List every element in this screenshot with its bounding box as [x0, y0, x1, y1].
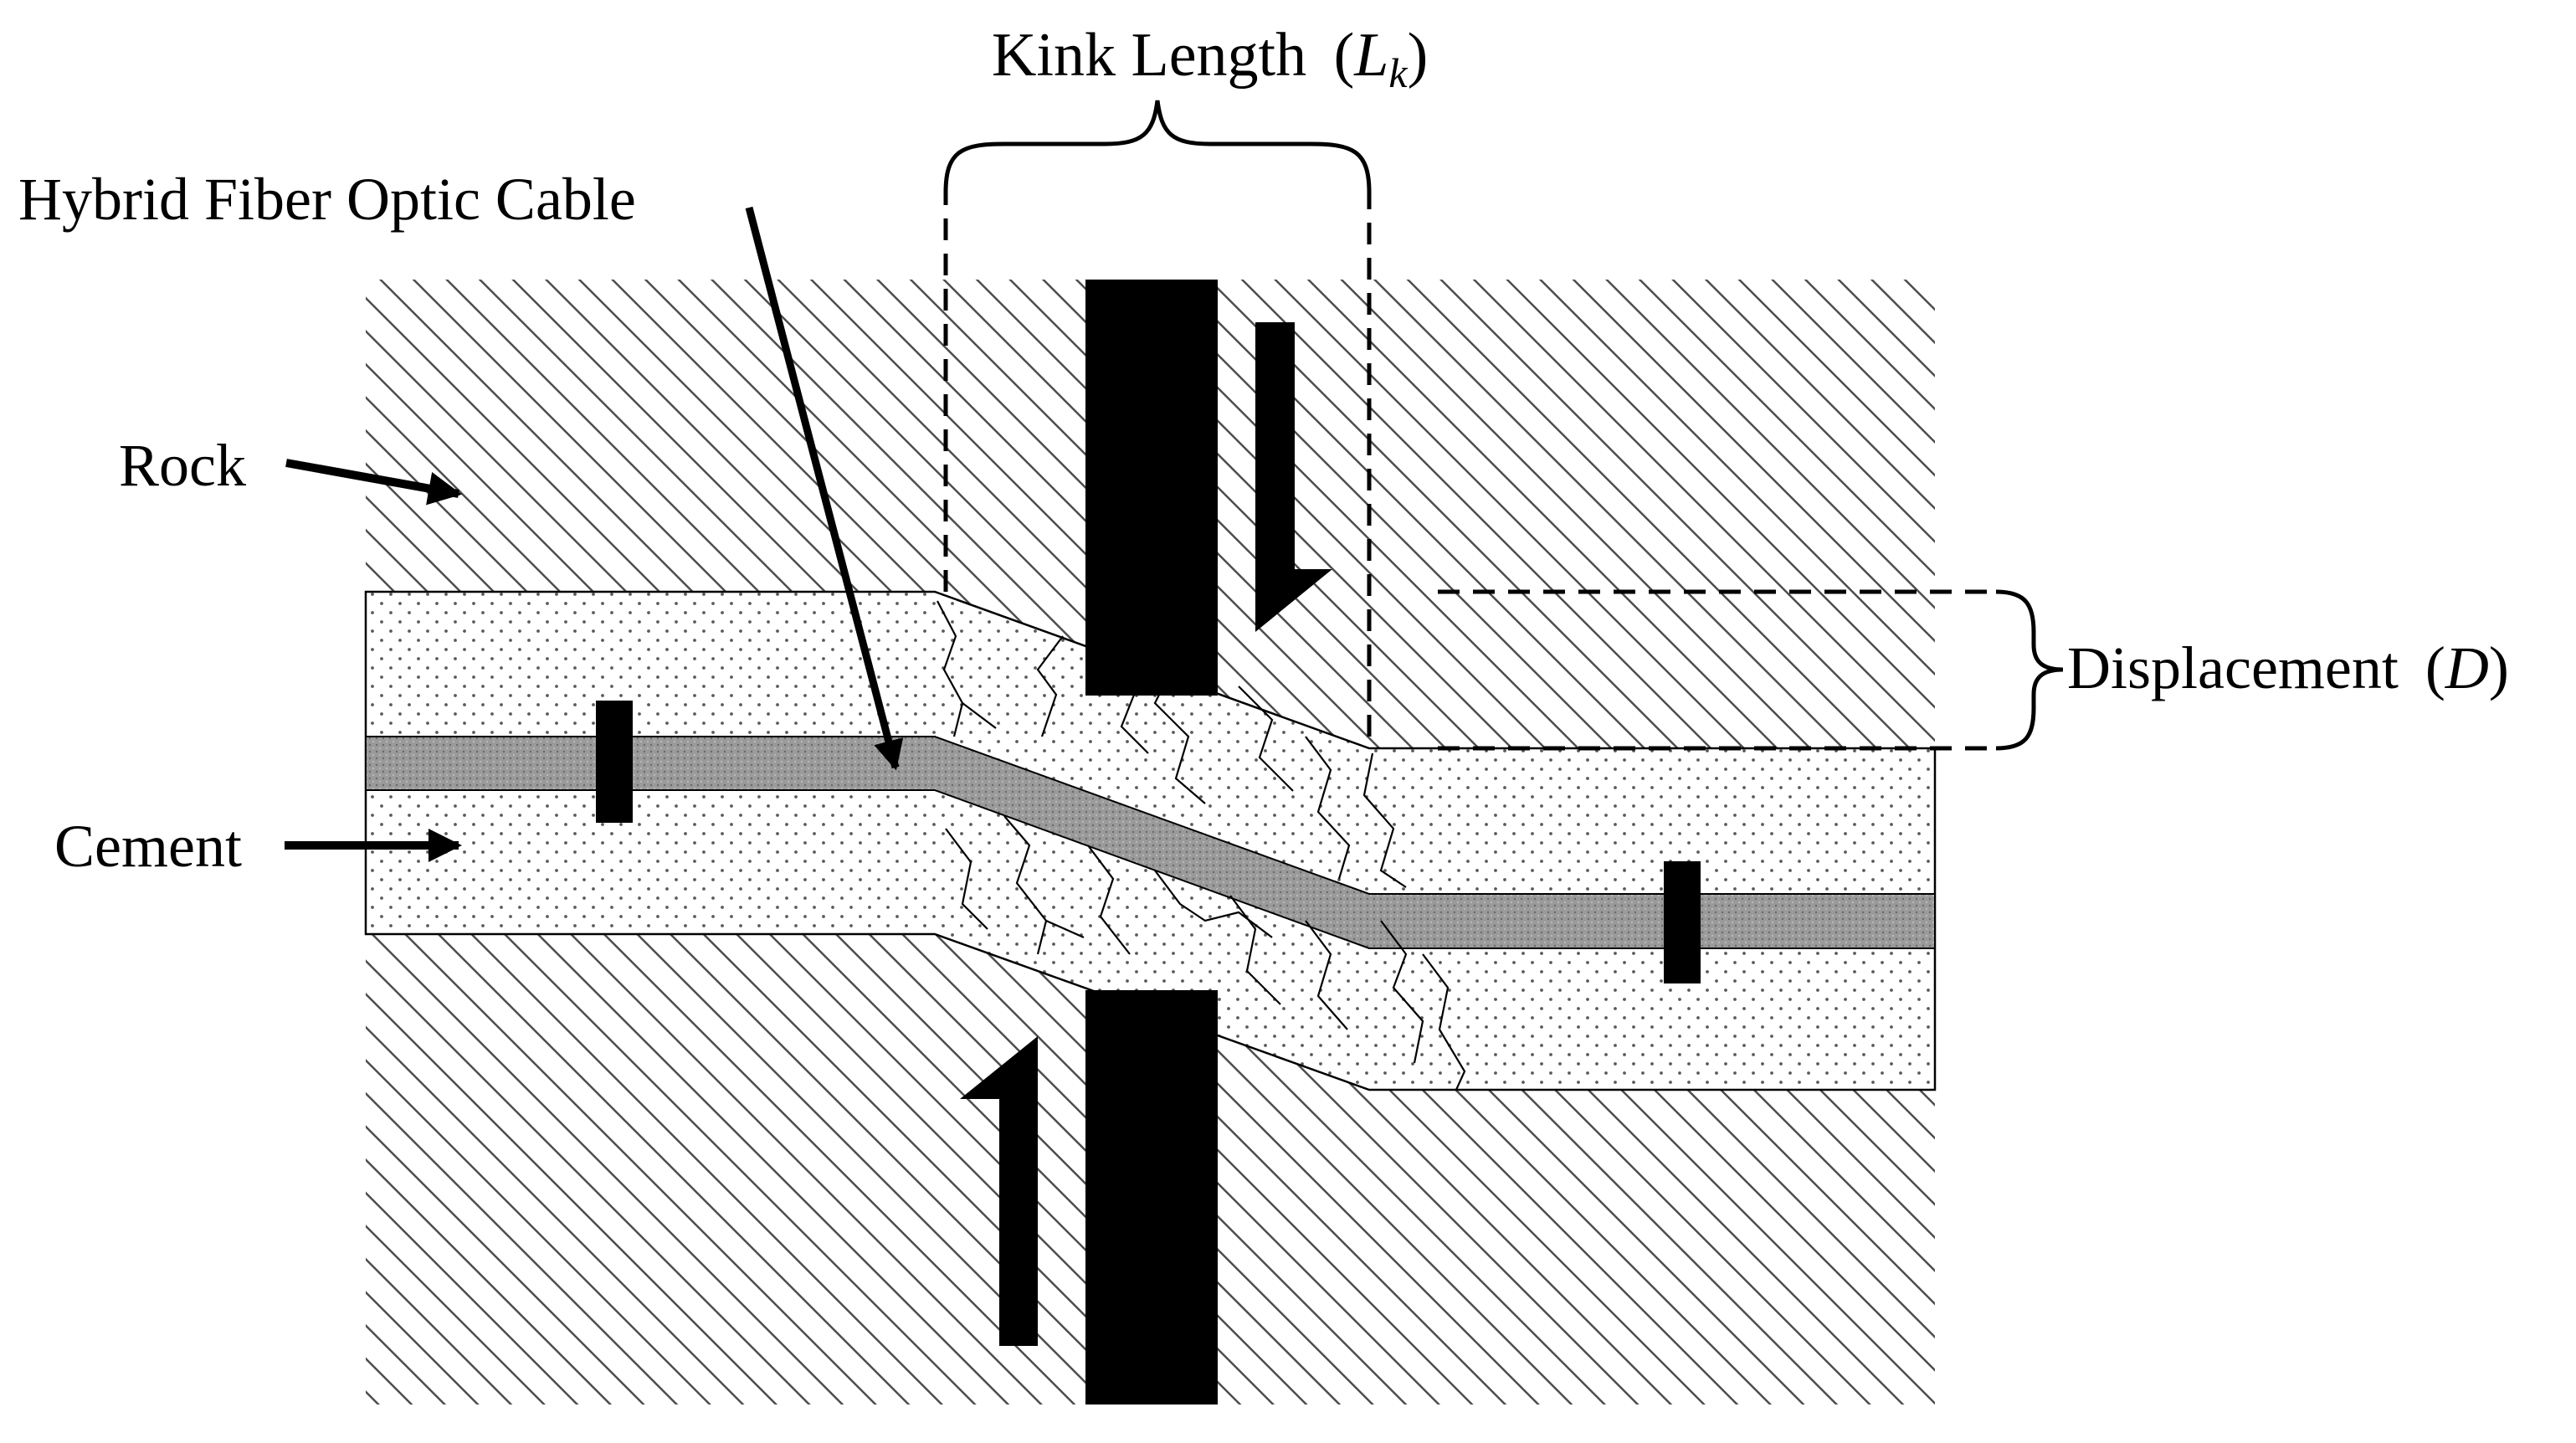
cement-label: Cement	[54, 813, 242, 880]
rock-label: Rock	[119, 432, 246, 499]
cable-pointer-arrow	[745, 206, 904, 771]
cable-clamp-left	[596, 701, 633, 823]
shear-arrow-up-icon	[960, 1036, 1038, 1346]
cement-cracks	[936, 600, 1466, 1091]
kink-length-brace	[943, 100, 1372, 193]
displacement-label: Displacement (D)	[2067, 634, 2509, 701]
fault-plane-lower	[1085, 990, 1218, 1404]
fiber-optic-cable	[365, 736, 1936, 949]
shear-arrow-down-icon	[1255, 322, 1332, 632]
displacement-brace	[1995, 589, 2064, 751]
kink-length-label: Kink Length (Lk)	[992, 21, 1428, 96]
fault-plane-upper	[1085, 280, 1218, 696]
kink-length-dashed-outline	[943, 193, 1372, 737]
rock-pointer-arrow	[285, 459, 462, 506]
cable-clamp-right	[1664, 861, 1701, 983]
cable-label: Hybrid Fiber Optic Cable	[18, 166, 636, 233]
displacement-dashed-box	[1438, 589, 1996, 751]
